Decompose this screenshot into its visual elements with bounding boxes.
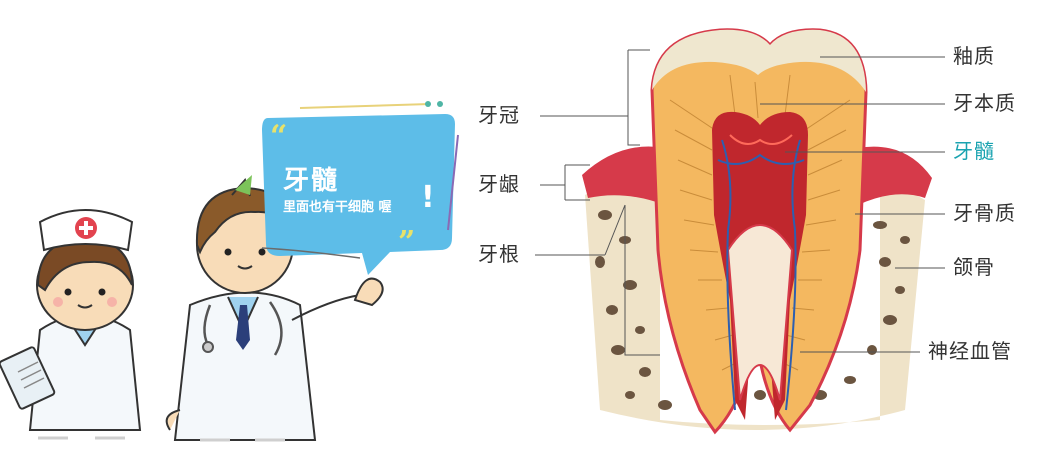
svg-text:”: ” <box>398 225 415 260</box>
tooth-cross-section <box>582 28 932 435</box>
label-enamel: 釉质 <box>953 44 995 68</box>
svg-text:“: “ <box>270 119 287 154</box>
label-dentin: 牙本质 <box>953 91 1016 115</box>
label-root: 牙根 <box>478 242 520 266</box>
nurse-illustration <box>0 209 142 440</box>
label-cementum: 牙骨质 <box>953 201 1016 225</box>
label-pulp: 牙髓 <box>953 139 995 163</box>
speech-bubble: “ ” <box>235 101 459 275</box>
doctor-illustration <box>165 177 384 442</box>
label-crown: 牙冠 <box>478 103 520 127</box>
label-jawbone: 颌骨 <box>953 255 995 279</box>
label-gum: 牙龈 <box>478 172 520 196</box>
label-nerves-vessels: 神经血管 <box>928 339 1012 363</box>
bubble-title: 牙髓 <box>283 166 340 196</box>
bubble-exclaim: ! <box>421 180 435 215</box>
leader-lines <box>535 49 945 356</box>
bubble-subtitle: 里面也有干细胞 喔 <box>283 200 392 215</box>
